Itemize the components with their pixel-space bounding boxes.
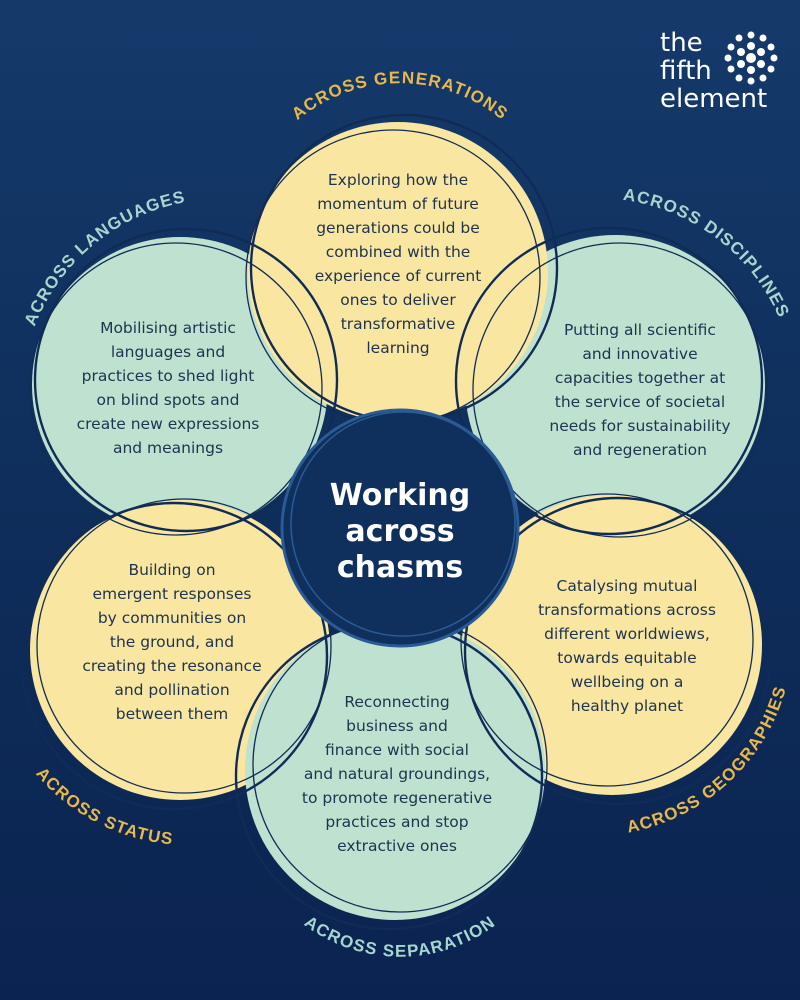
- ring-geographies: [463, 496, 773, 806]
- circle-fill-separation: [245, 620, 545, 920]
- circle-fills: [30, 122, 765, 920]
- center-ring: [280, 408, 520, 648]
- ring-disciplines: [454, 226, 764, 536]
- center-circle: [280, 408, 520, 648]
- ring-status: [19, 501, 329, 811]
- brand-line-1: the: [660, 28, 703, 58]
- brand-line-3: element: [660, 84, 768, 114]
- text-disciplines: Putting all scientific and innovative ca…: [549, 321, 731, 459]
- ring-disciplines-2: [472, 242, 768, 538]
- ring-languages-2: [29, 242, 323, 536]
- center-title: Working across chasms: [329, 478, 471, 585]
- circle-fill-geographies: [462, 495, 762, 795]
- flower-logo-icon: [724, 31, 778, 85]
- text-geographies: Catalysing mutual transformations across…: [538, 577, 716, 715]
- ring-languages: [33, 227, 339, 533]
- text-status: Building on emergent responses by commun…: [82, 561, 262, 723]
- center-ring-2: [290, 411, 516, 637]
- text-languages: Mobilising artistic languages and practi…: [76, 319, 260, 457]
- ring-status-2: [36, 498, 332, 794]
- center-fill: [282, 410, 518, 646]
- brand-logo: the fifth element: [660, 26, 785, 116]
- text-generations: Exploring how the momentum of future gen…: [314, 171, 482, 357]
- circle-fill-generations: [248, 122, 548, 422]
- brand-line-2: fifth: [660, 56, 712, 86]
- text-separation: Reconnecting business and finance with s…: [301, 693, 493, 855]
